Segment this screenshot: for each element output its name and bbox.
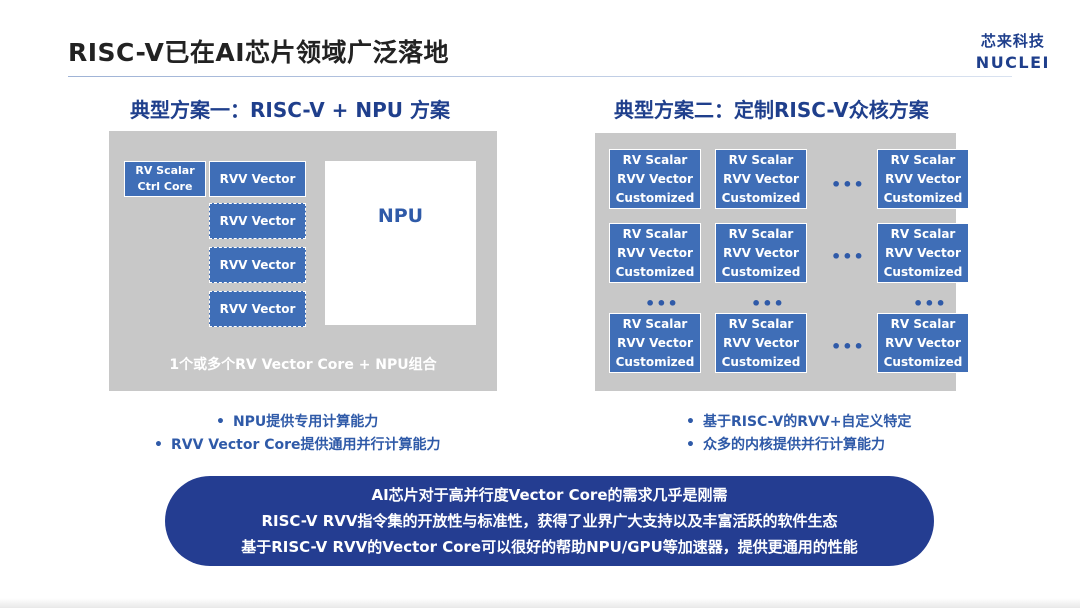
bullet-item: • RVV Vector Core提供通用并行计算能力 [154, 434, 441, 457]
vector-core-label: RVV Vector [219, 214, 296, 228]
ellipsis-marker: ••• [831, 247, 865, 266]
vector-core-optional: RVV Vector [209, 291, 306, 327]
vector-core-optional: RVV Vector [209, 203, 306, 239]
core-label: RVV Vector [723, 335, 799, 350]
core-label: RV Scalar [728, 152, 794, 167]
bullet-dot: • [686, 414, 695, 430]
core-label: Customized [615, 190, 695, 205]
bullet-dot: • [686, 437, 695, 453]
core-label: RV Scalar [890, 152, 956, 167]
summary-line: RISC-V RVV指令集的开放性与标准性，获得了业界广大支持以及丰富活跃的软件… [261, 512, 838, 530]
core-label: RV Scalar [622, 152, 688, 167]
core-label: Customized [721, 264, 801, 279]
title-divider [68, 76, 1012, 77]
core-label: RV Scalar [728, 316, 794, 331]
core-label: RV Scalar [890, 316, 956, 331]
bullet-text: 众多的内核提供并行计算能力 [702, 437, 885, 453]
npu-label: NPU [377, 204, 424, 227]
npu-block: NPU [325, 161, 476, 325]
summary-line: 基于RISC-V RVV的Vector Core可以很好的帮助NPU/GPU等加… [241, 538, 858, 556]
bullet-text: 基于RISC-V的RVV+自定义特定 [702, 414, 912, 430]
bullet-item: • 基于RISC-V的RVV+自定义特定 [686, 411, 911, 434]
core-label: RVV Vector [885, 171, 961, 186]
core-label: RVV Vector [885, 245, 961, 260]
scalar-core-label-1: RV Scalar [135, 164, 195, 178]
core-label: Customized [883, 264, 963, 279]
core-label: RVV Vector [723, 245, 799, 260]
scalar-core-label-2: Ctrl Core [137, 180, 193, 193]
core-label: RVV Vector [885, 335, 961, 350]
scheme-two-heading: 典型方案二：定制RISC-V众核方案 [614, 98, 929, 122]
logo-cn: 芯来科技 [980, 32, 1045, 50]
scheme-one-bullets: • NPU提供专用计算能力 • RVV Vector Core提供通用并行计算能力 [154, 411, 441, 457]
core-label: RV Scalar [622, 316, 688, 331]
core-label: Customized [721, 354, 801, 369]
vector-core-optional: RVV Vector [209, 247, 306, 283]
vector-core-label: RVV Vector [219, 258, 296, 272]
core-label: Customized [615, 264, 695, 279]
bullet-dot: • [216, 414, 225, 430]
slide-title: RISC-V已在AI芯片领域广泛落地 [68, 38, 450, 67]
scalar-ctrl-core: RV Scalar Ctrl Core [124, 161, 206, 197]
scheme-one-caption: 1个或多个RV Vector Core + NPU组合 [169, 357, 437, 373]
core-label: RV Scalar [728, 226, 794, 241]
vector-core-label: RVV Vector [219, 172, 296, 186]
core-label: RV Scalar [890, 226, 956, 241]
footer-divider [0, 598, 1080, 608]
core-label: RVV Vector [617, 245, 693, 260]
core-label: RVV Vector [617, 335, 693, 350]
ellipsis-marker: ••• [913, 294, 947, 313]
bullet-item: • NPU提供专用计算能力 [154, 411, 441, 434]
vector-core-label: RVV Vector [219, 302, 296, 316]
company-logo: 芯来科技 NUCLEI [976, 30, 1050, 72]
bullet-dot: • [154, 437, 163, 453]
core-label: RVV Vector [723, 171, 799, 186]
core-label: Customized [883, 354, 963, 369]
bullet-item: • 众多的内核提供并行计算能力 [686, 434, 911, 457]
ellipsis-marker: ••• [645, 294, 679, 313]
core-label: Customized [615, 354, 695, 369]
scheme-one-diagram: RV Scalar Ctrl Core RVV Vector RVV Vecto… [109, 131, 497, 391]
core-label: Customized [883, 190, 963, 205]
core-label: Customized [721, 190, 801, 205]
ellipsis-marker: ••• [751, 294, 785, 313]
summary-line: AI芯片对于高并行度Vector Core的需求几乎是刚需 [371, 486, 728, 504]
scheme-one-heading: 典型方案一：RISC-V + NPU 方案 [130, 98, 450, 122]
core-label: RV Scalar [622, 226, 688, 241]
bullet-text: RVV Vector Core提供通用并行计算能力 [170, 437, 441, 453]
logo-en: NUCLEI [975, 53, 1050, 72]
vector-core-primary: RVV Vector [209, 161, 306, 197]
core-label: RVV Vector [617, 171, 693, 186]
ellipsis-marker: ••• [831, 175, 865, 194]
scheme-two-bullets: • 基于RISC-V的RVV+自定义特定 • 众多的内核提供并行计算能力 [686, 411, 911, 457]
bullet-text: NPU提供专用计算能力 [232, 414, 379, 430]
summary-banner: AI芯片对于高并行度Vector Core的需求几乎是刚需 RISC-V RVV… [165, 476, 934, 566]
ellipsis-marker: ••• [831, 337, 865, 356]
